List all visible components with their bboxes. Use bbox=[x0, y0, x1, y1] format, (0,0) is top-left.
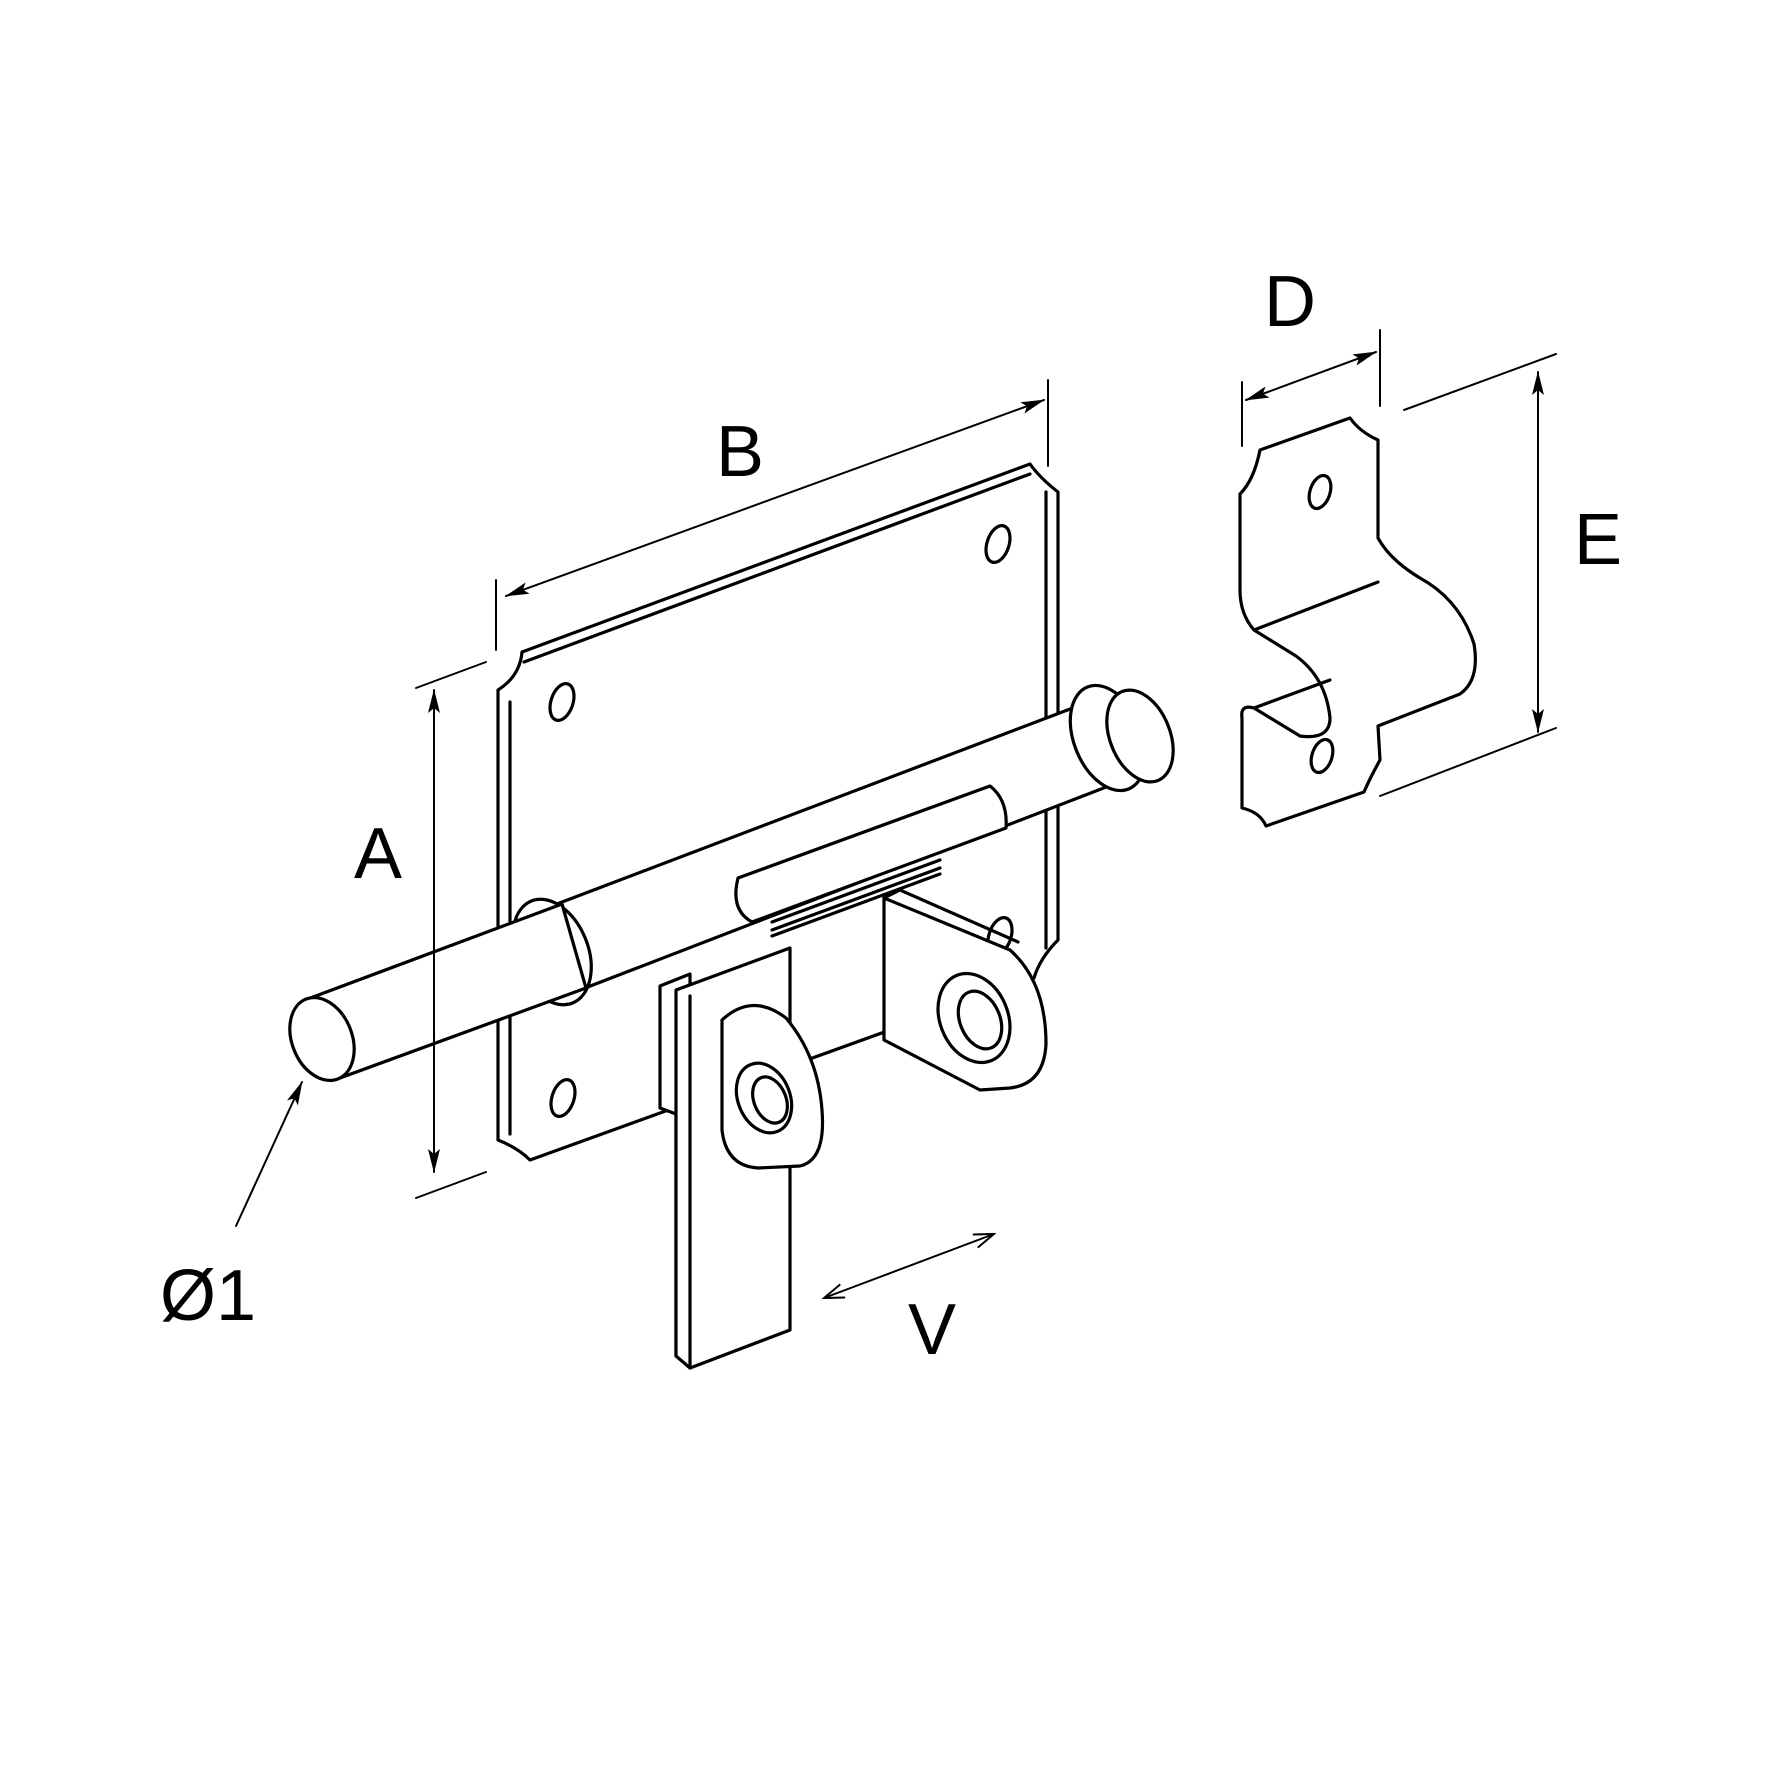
lock-tab-left bbox=[720, 1003, 825, 1170]
dimension-labels: A B D E V Ø1 bbox=[160, 262, 1622, 1370]
mounting-hole bbox=[548, 682, 576, 722]
gate-bolt bbox=[288, 462, 1175, 1370]
bolt-rod bbox=[288, 902, 588, 1083]
lock-tab-right bbox=[882, 888, 1048, 1092]
strike-keeper bbox=[1238, 416, 1477, 828]
label-v: V bbox=[908, 1290, 956, 1370]
dimension-v-line bbox=[824, 1234, 994, 1298]
keeper-hole bbox=[1307, 473, 1333, 511]
keeper-hole bbox=[1309, 737, 1335, 775]
dimension-diameter-leader bbox=[235, 1081, 303, 1227]
dimension-b-line bbox=[505, 399, 1045, 597]
rod-end bbox=[288, 995, 356, 1083]
mounting-hole bbox=[549, 1078, 577, 1118]
dimension-d-line bbox=[1245, 351, 1377, 401]
label-diameter: Ø1 bbox=[160, 1256, 256, 1336]
dimension-lines bbox=[235, 329, 1557, 1298]
label-e: E bbox=[1574, 500, 1622, 580]
label-a: A bbox=[354, 814, 402, 894]
label-d: D bbox=[1264, 262, 1316, 342]
label-b: B bbox=[716, 412, 764, 492]
sleeve-slot bbox=[734, 784, 1008, 924]
